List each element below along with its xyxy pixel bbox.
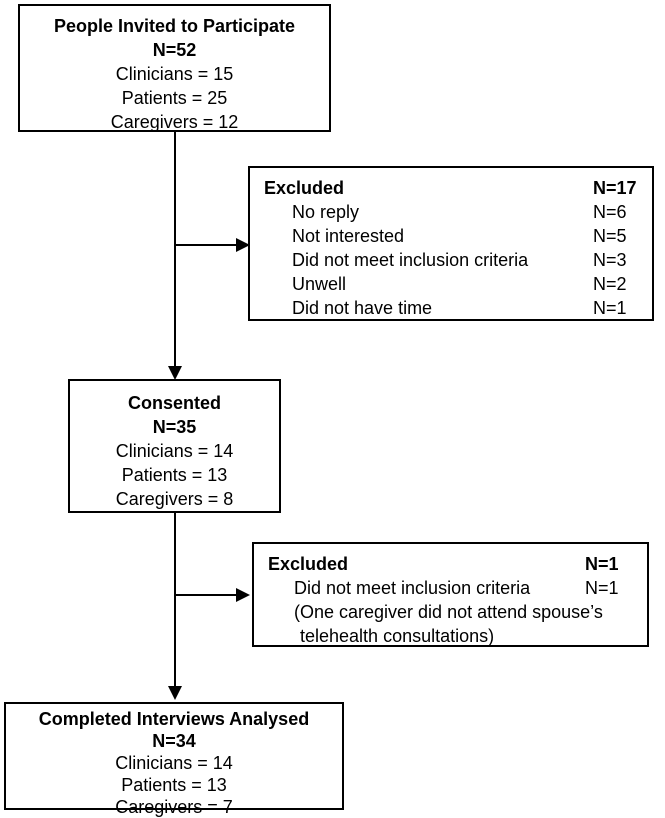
invited-clinicians: Clinicians = 15 bbox=[115, 64, 234, 84]
arrowhead-to-completed bbox=[168, 686, 182, 700]
excluded-2-total: N=1 bbox=[585, 554, 619, 574]
invited-total: N=52 bbox=[152, 40, 197, 60]
consented-box: Consented N=35 Clinicians = 14 Patients … bbox=[68, 379, 281, 513]
excluded-1-title: Excluded bbox=[264, 178, 345, 198]
connector-invited-to-consented bbox=[174, 131, 176, 366]
excluded-box-2: Excluded N=1 Did not meet inclusion crit… bbox=[252, 542, 649, 647]
excluded-1-item-label: Did not meet inclusion criteria bbox=[292, 250, 529, 270]
invited-box: People Invited to Participate N=52 Clini… bbox=[18, 4, 331, 132]
completed-patients: Patients = 13 bbox=[121, 775, 227, 795]
arrowhead-to-consented bbox=[168, 366, 182, 380]
excluded-1-item-value: N=1 bbox=[593, 298, 627, 318]
excluded-2-item-value: N=1 bbox=[585, 578, 619, 598]
completed-caregivers: Caregivers = 7 bbox=[115, 797, 233, 817]
invited-caregivers: Caregivers = 12 bbox=[110, 112, 239, 132]
excluded-1-item-value: N=3 bbox=[593, 250, 627, 270]
excluded-2-item-label: Did not meet inclusion criteria bbox=[294, 578, 531, 598]
connector-to-excluded-1 bbox=[175, 244, 237, 246]
consented-patients: Patients = 13 bbox=[121, 465, 228, 485]
arrowhead-to-excluded-1 bbox=[236, 238, 250, 252]
invited-title: People Invited to Participate bbox=[53, 16, 296, 36]
completed-title: Completed Interviews Analysed bbox=[38, 709, 310, 729]
excluded-1-item-label: Not interested bbox=[292, 226, 405, 246]
connector-consented-to-completed bbox=[174, 512, 176, 686]
consented-caregivers: Caregivers = 8 bbox=[115, 489, 234, 509]
excluded-1-item-label: Unwell bbox=[292, 274, 347, 294]
consented-title: Consented bbox=[127, 393, 221, 413]
excluded-2-note-line-1: (One caregiver did not attend spouse’s bbox=[294, 602, 603, 622]
excluded-1-item-value: N=2 bbox=[593, 274, 627, 294]
excluded-2-note-line-2: telehealth consultations) bbox=[300, 626, 495, 646]
excluded-1-item-value: N=5 bbox=[593, 226, 627, 246]
excluded-1-total: N=17 bbox=[593, 178, 637, 198]
arrowhead-to-excluded-2 bbox=[236, 588, 250, 602]
consented-total: N=35 bbox=[152, 417, 197, 437]
invited-patients: Patients = 25 bbox=[121, 88, 228, 108]
consented-clinicians: Clinicians = 14 bbox=[115, 441, 234, 461]
completed-total: N=34 bbox=[152, 731, 196, 751]
excluded-1-item-label: Did not have time bbox=[292, 298, 433, 318]
excluded-box-1: Excluded N=17 No reply N=6 Not intereste… bbox=[248, 166, 654, 321]
excluded-1-item-value: N=6 bbox=[593, 202, 627, 222]
completed-clinicians: Clinicians = 14 bbox=[115, 753, 233, 773]
completed-box: Completed Interviews Analysed N=34 Clini… bbox=[4, 702, 344, 817]
excluded-1-item-label: No reply bbox=[292, 202, 360, 222]
excluded-2-title: Excluded bbox=[268, 554, 349, 574]
connector-to-excluded-2 bbox=[175, 594, 237, 596]
